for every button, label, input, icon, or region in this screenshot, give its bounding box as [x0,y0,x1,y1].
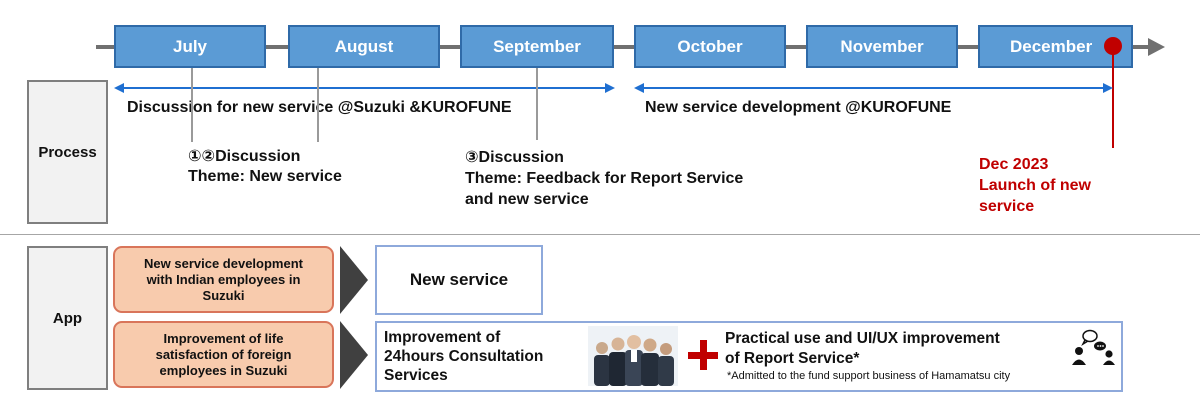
new-service-text: New service [409,270,509,289]
report-service-text: Practical use and UI/UX improvement of R… [725,329,1000,369]
new-service-box: New service [375,245,543,315]
milestone-2: ③Discussion Theme: Feedback for Report S… [465,147,743,210]
consultation-line1: Improvement of [384,329,501,346]
month-december: December [978,25,1133,68]
goal-1-line1: New service development [144,255,303,271]
month-july: July [114,25,266,68]
milestone-1-theme: Theme: New service [188,168,342,185]
goal-2-line3: employees in Suzuki [159,362,288,378]
span-right-arrowhead-start [634,83,644,93]
chevron-right-icon [340,246,368,314]
span-left-text: Discussion for new service @Suzuki &KURO… [127,99,512,116]
chevron-right-icon [340,321,368,389]
consultation-line3: Services [384,367,448,384]
milestone-1-connector-b [317,68,319,142]
consultation-text: Improvement of 24hours Consultation Serv… [384,328,543,385]
plus-icon [688,340,718,370]
month-august: August [288,25,440,68]
timeline-axis [96,45,1156,49]
launch-connector [1112,46,1114,148]
milestone-1-connector-a [191,68,193,142]
app-row-label: App [27,246,108,390]
goal-1-box: New service development with Indian empl… [113,246,334,313]
span-left-arrowhead-end [605,83,615,93]
consultation-line2: 24hours Consultation [384,348,544,365]
timeline-arrowhead [1148,38,1165,56]
goal-2-box: Improvement of life satisfaction of fore… [113,321,334,388]
span-right-line [642,87,1104,89]
report-line1: Practical use and UI/UX improvement [725,330,1000,347]
milestone-2-title: ③Discussion [465,149,564,166]
report-footnote: *Admitted to the fund support business o… [727,370,1011,382]
launch-label-line3: service [979,198,1035,215]
month-october: October [634,25,786,68]
launch-marker [1104,37,1122,55]
process-row-label: Process [27,80,108,224]
goal-2-line2: satisfaction of foreign [155,346,292,362]
milestone-2-connector [536,68,538,140]
month-september: September [460,25,614,68]
span-left-line [122,87,606,89]
report-line2: of Report Service* [725,350,860,367]
section-divider [0,234,1200,235]
goal-1-line3: Suzuki [202,287,245,303]
milestone-2-theme-line2: and new service [465,191,589,208]
month-november: November [806,25,958,68]
goal-2-line1: Improvement of life [163,330,284,346]
launch-label-line1: Dec 2023 [979,156,1049,173]
improvement-box [375,321,1123,392]
milestone-1: ①②Discussion Theme: New service [188,147,342,187]
span-right-text: New service development @KUROFUNE [645,99,952,116]
launch-label-line2: Launch of new [979,177,1091,194]
span-left-arrowhead-start [114,83,124,93]
goal-1-line2: with Indian employees in [146,271,301,287]
business-people-photo [588,326,678,386]
milestone-2-theme-line1: Theme: Feedback for Report Service [465,170,744,187]
milestone-1-title: ①②Discussion [188,148,301,165]
people-chat-icon [1070,328,1116,366]
launch-label: Dec 2023 Launch of new service [979,154,1091,217]
span-right-arrowhead-end [1103,83,1113,93]
